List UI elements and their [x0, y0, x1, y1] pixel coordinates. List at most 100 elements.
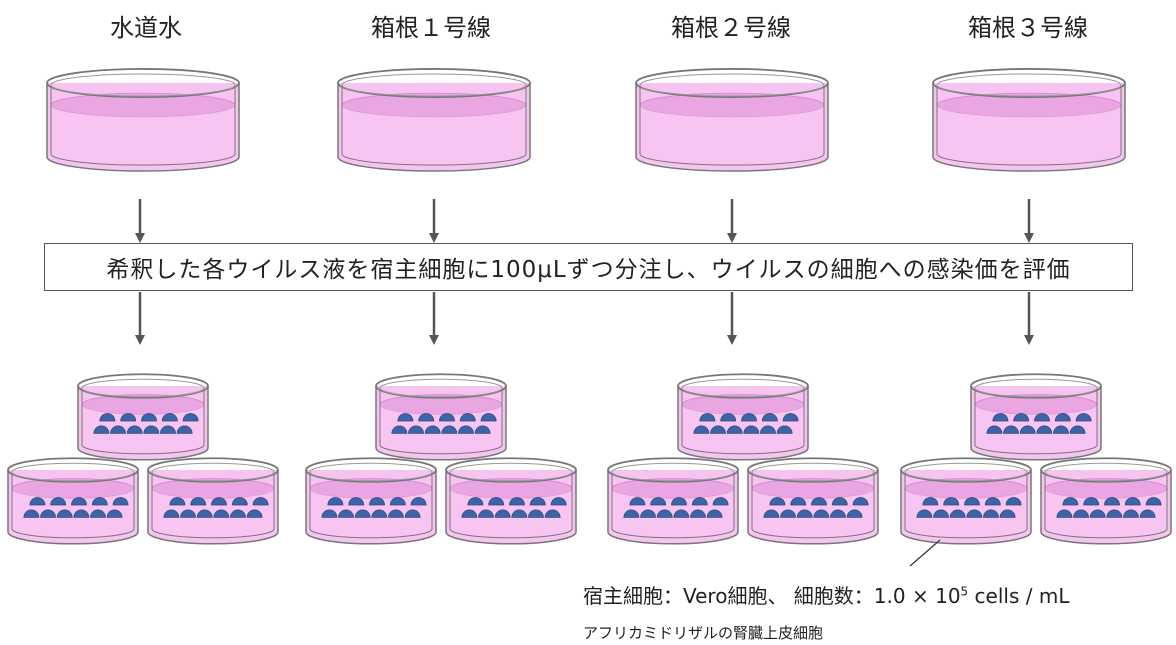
arrow-down-upper-hakone-3 — [1024, 199, 1034, 243]
column-label-hakone-1: 箱根１号線 — [371, 14, 491, 42]
virus-cell — [1062, 497, 1079, 506]
virus-cell — [388, 509, 404, 518]
culture-dish-left-tap-water — [7, 457, 139, 545]
virus-cell — [459, 413, 476, 422]
arrow-down-lower-hakone-3 — [1024, 292, 1034, 345]
virus-cell — [763, 509, 780, 518]
source-dish-tap-water — [46, 68, 240, 172]
culture-dish-right-tap-water — [147, 457, 279, 545]
virus-cell — [693, 425, 710, 434]
virus-cell — [528, 509, 544, 518]
culture-dish-right-hakone-3 — [1040, 457, 1172, 545]
virus-cell — [743, 425, 760, 434]
virus-cell — [811, 497, 827, 506]
virus-cell — [397, 413, 414, 422]
virus-cell — [741, 413, 757, 422]
virus-cell — [623, 509, 640, 518]
virus-cell — [480, 413, 497, 422]
column-label-hakone-2: 箱根２号線 — [671, 14, 791, 42]
virus-cell — [1056, 509, 1073, 518]
virus-cell — [712, 497, 729, 506]
culture-dish-top-hakone-1 — [375, 373, 507, 461]
virus-cell — [143, 425, 160, 434]
virus-cell — [511, 509, 528, 518]
virus-cell — [726, 425, 743, 434]
virus-cell — [213, 509, 230, 518]
virus-cell — [348, 497, 365, 506]
virus-cell — [176, 425, 193, 434]
virus-cell — [656, 509, 673, 518]
virus-cell — [29, 497, 46, 506]
virus-cell — [120, 413, 137, 422]
virus-cell — [418, 413, 435, 422]
arrow-down-upper-tap-water — [135, 199, 145, 243]
virus-cell — [1069, 425, 1086, 434]
virus-cell — [1053, 425, 1069, 434]
virus-cell — [321, 509, 338, 518]
virus-cell — [252, 497, 269, 506]
virus-cell — [966, 509, 983, 518]
arrow-down-lower-hakone-1 — [429, 292, 439, 345]
host-info-suffix: cells / mL — [968, 584, 1070, 608]
virus-cell — [338, 509, 354, 518]
arrow-down-upper-hakone-1 — [429, 199, 439, 243]
arrow-down-lower-tap-water — [135, 292, 145, 345]
host-cell-info: 宿主細胞：Vero細胞、 細胞数：1.0 × 105 cells / mL — [583, 580, 1069, 609]
virus-cell — [550, 497, 567, 506]
virus-cell — [650, 497, 667, 506]
virus-cell — [813, 509, 830, 518]
virus-cell — [408, 425, 424, 434]
virus-cell — [992, 413, 1009, 422]
source-dish-hakone-2 — [635, 68, 829, 172]
virus-cell — [1005, 497, 1022, 506]
virus-cell — [984, 497, 1001, 506]
virus-cell — [544, 509, 561, 518]
culture-dish-top-hakone-2 — [677, 373, 809, 461]
virus-cell — [629, 497, 646, 506]
virus-cell — [1089, 509, 1106, 518]
virus-cell — [710, 425, 726, 434]
virus-cell — [369, 497, 385, 506]
virus-cell — [56, 509, 73, 518]
virus-cell — [196, 509, 213, 518]
virus-cell — [852, 497, 869, 506]
virus-cell — [782, 413, 799, 422]
virus-cell — [169, 497, 186, 506]
virus-cell — [231, 497, 248, 506]
virus-cell — [246, 509, 263, 518]
virus-cell — [160, 425, 176, 434]
virus-cell — [943, 497, 960, 506]
virus-cell — [190, 497, 207, 506]
source-dish-hakone-3 — [932, 68, 1126, 172]
host-cell-description: アフリカミドリザルの腎臓上皮細胞 — [583, 624, 824, 642]
virus-cell — [831, 497, 848, 506]
virus-cell — [40, 509, 56, 518]
virus-cell — [769, 497, 786, 506]
virus-cell — [91, 497, 108, 506]
source-dish-hakone-1 — [337, 68, 531, 172]
virus-cell — [846, 509, 863, 518]
virus-cell — [354, 509, 371, 518]
culture-dish-left-hakone-1 — [305, 457, 437, 545]
virus-cell — [461, 509, 478, 518]
virus-cell — [141, 413, 157, 422]
culture-dish-top-hakone-3 — [970, 373, 1102, 461]
virus-cell — [163, 509, 180, 518]
virus-cell — [73, 509, 90, 518]
virus-cell — [112, 497, 129, 506]
virus-cell — [640, 509, 656, 518]
virus-cell — [50, 497, 67, 506]
virus-cell — [529, 497, 546, 506]
virus-cell — [691, 497, 708, 506]
virus-cell — [161, 413, 178, 422]
virus-cell — [1036, 425, 1053, 434]
virus-cell — [410, 497, 427, 506]
virus-cell — [509, 497, 525, 506]
virus-cell — [1083, 497, 1100, 506]
procedure-banner: 希釈した各ウイルス液を宿主細胞に100μLずつ分注し、ウイルスの細胞への感染価を… — [44, 243, 1133, 291]
virus-cell — [1019, 425, 1036, 434]
virus-cell — [230, 509, 246, 518]
virus-cell — [371, 509, 388, 518]
virus-cell — [1073, 509, 1089, 518]
virus-cell — [23, 509, 40, 518]
